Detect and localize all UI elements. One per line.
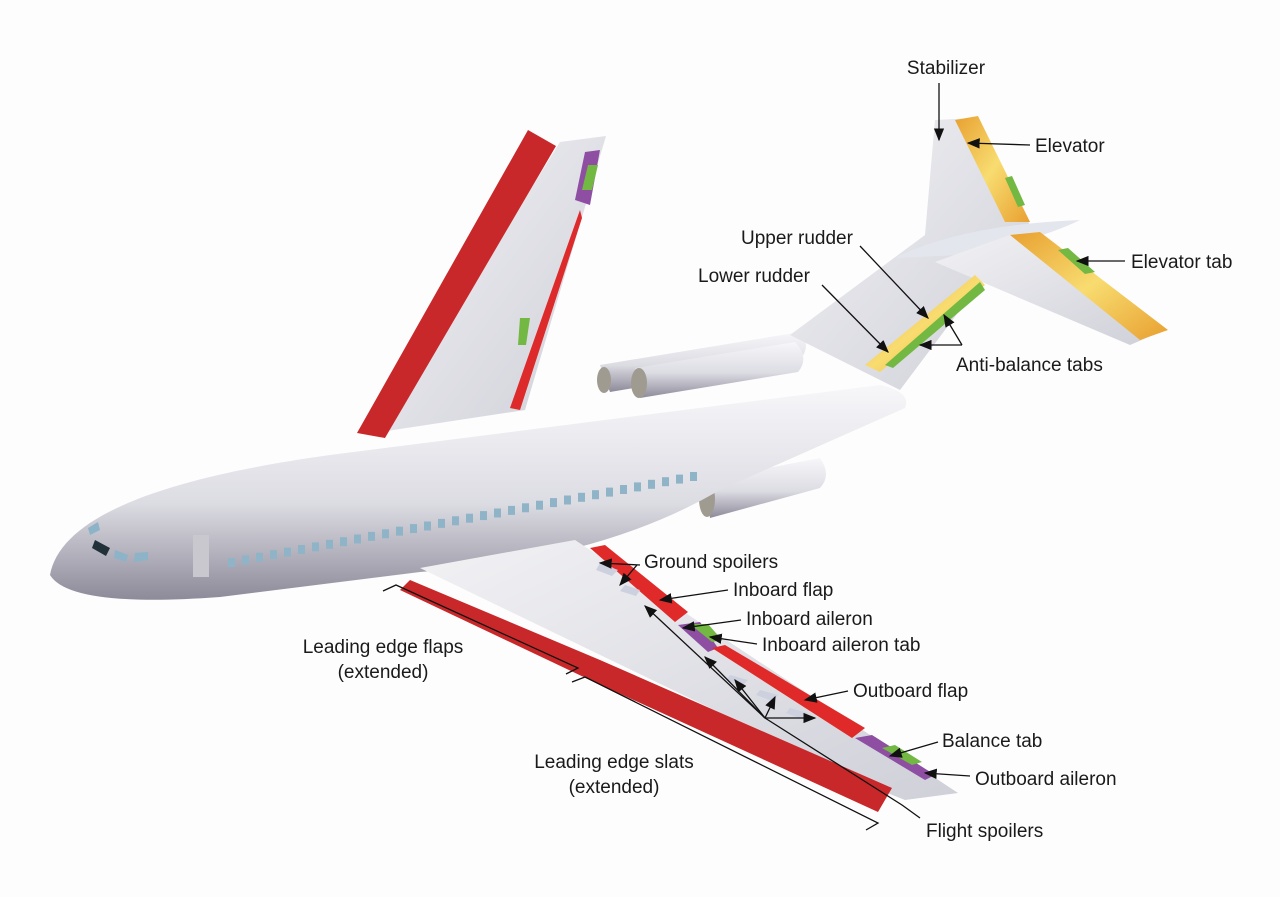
far-wing [357,130,606,438]
label-inboard-aileron-tab: Inboard aileron tab [762,635,920,656]
label-leading-edge-flaps-extended: (extended) [338,662,429,683]
cabin-window [242,555,249,565]
label-inboard-flap: Inboard flap [733,580,833,601]
cabin-windows [228,472,697,567]
label-ground-spoilers: Ground spoilers [644,552,778,573]
cabin-window [676,474,683,484]
cabin-window [298,545,305,554]
cabin-window [326,539,333,549]
label-flight-spoilers: Flight spoilers [926,821,1043,842]
cabin-window [256,552,263,562]
door [193,535,209,577]
label-outboard-flap: Outboard flap [853,681,968,702]
leading-edge-flaps-bracket [382,584,580,675]
cabin-window [480,511,487,521]
label-balance-tab: Balance tab [942,731,1042,752]
cabin-window [662,477,669,487]
cabin-window [452,516,459,526]
cabin-window [228,558,235,567]
cabin-window [522,503,529,513]
near-wing [400,540,958,812]
cabin-window [508,505,515,515]
fuselage [50,385,907,600]
cabin-window [368,531,375,541]
cabin-window [354,534,361,544]
elevator-lower [1010,232,1168,340]
cabin-window [606,487,613,497]
cabin-window [438,518,445,528]
label-inboard-aileron: Inboard aileron [746,609,873,630]
label-leading-edge-slats-extended: (extended) [569,777,660,798]
cabin-window [564,495,571,505]
cabin-window [592,490,599,500]
label-leading-edge-slats: Leading edge slats [534,752,694,773]
cabin-window [284,547,291,557]
cabin-window [648,479,655,489]
outboard-flap [712,645,865,738]
near-wing-leading-edge [400,580,892,812]
leader-lines [382,83,1125,831]
cabin-window [382,529,389,539]
cabin-window [620,485,627,494]
labels: Stabilizer Elevator Elevator tab Upper r… [303,58,1233,842]
cabin-window [634,482,641,492]
label-outboard-aileron: Outboard aileron [975,769,1117,790]
cabin-window [494,508,501,518]
label-upper-rudder: Upper rudder [741,228,854,249]
label-anti-balance-tabs: Anti-balance tabs [956,355,1103,376]
cabin-window [536,500,543,510]
far-wing-leading-edge [357,130,556,438]
label-elevator-tab: Elevator tab [1131,252,1232,273]
cockpit-windows [88,522,148,562]
label-stabilizer: Stabilizer [907,58,986,79]
cabin-window [690,472,697,481]
cabin-window [340,537,347,547]
cabin-window [396,526,403,536]
label-leading-edge-flaps: Leading edge flaps [303,637,464,658]
leading-edge-slats-bracket [571,676,880,831]
tail [790,116,1168,390]
cabin-window [312,542,319,552]
cabin-window [466,513,473,523]
cabin-window [424,521,431,531]
rudder [865,275,985,372]
label-elevator: Elevator [1035,136,1105,157]
cabin-window [270,550,277,560]
label-lower-rudder: Lower rudder [698,266,811,287]
cabin-window [410,524,417,534]
cabin-window [578,492,585,502]
cabin-window [550,498,557,508]
